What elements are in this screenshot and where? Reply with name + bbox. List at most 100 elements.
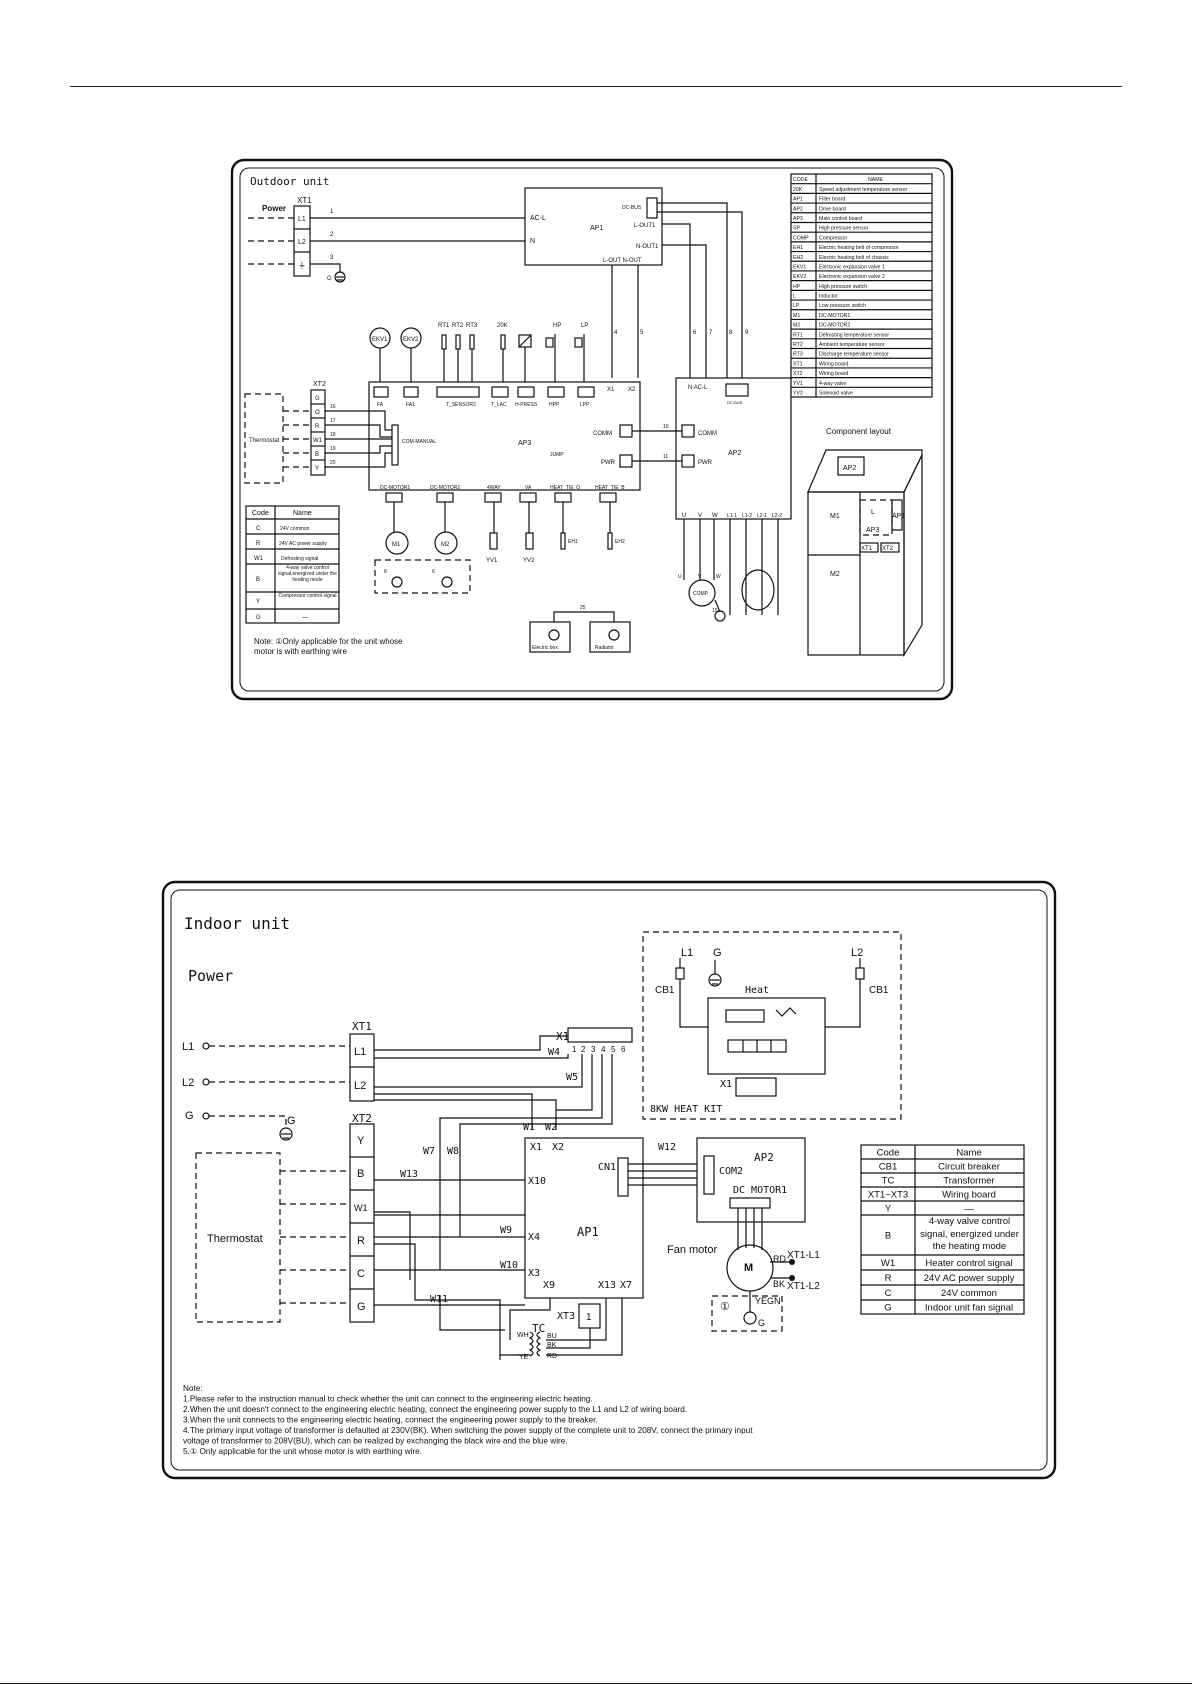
eh2-heater [607, 532, 613, 550]
footer-rule [0, 1683, 1192, 1684]
ap1-acl: AC-L [530, 215, 546, 222]
legend-code: YV1 [793, 381, 803, 387]
ap2-l21: L2-1 [757, 513, 767, 519]
wire-num-7: 7 [709, 330, 713, 336]
legend-code: COMP [793, 235, 809, 241]
legend-name: High pressure switch [819, 284, 867, 290]
ap3-heat-tie-b: HEAT_TIE_B [595, 485, 625, 491]
indoor-ap1-x9: X9 [543, 1280, 555, 1291]
indoor-dcmotor-connector [729, 1197, 771, 1209]
legend-name: Discharge temperature sensor [819, 352, 889, 358]
ekv1-label: EKV1 [372, 337, 388, 343]
indoor-wire-w12: W12 [658, 1142, 676, 1153]
indoor-x1-connector [567, 1027, 633, 1043]
indoor-notes-heading: Note: [183, 1384, 203, 1393]
indoor-ap1-x7: X7 [620, 1280, 632, 1291]
comm-wire-10: 10 [663, 424, 669, 430]
motor-m1-label: M1 [392, 542, 401, 548]
ap2-top-terms: N AC-L [688, 385, 708, 391]
heat-kit-box [642, 931, 902, 1120]
outdoor-frame [230, 158, 954, 701]
ap1-dcbus: DC-BUS [622, 205, 642, 211]
yv2-coil [525, 532, 534, 550]
ap2-label: AP2 [728, 450, 741, 457]
indoor-table-name: — [964, 1204, 974, 1215]
indoor-motor-g: G [758, 1318, 765, 1328]
ground-num-25: 25 [580, 605, 586, 611]
legend-name: DC-MOTOR1 [819, 313, 850, 319]
legend-code: AP2 [793, 206, 803, 212]
indoor-table-code: G [884, 1303, 891, 1314]
indoor-frame-inner [170, 889, 1048, 1471]
legend-name: Wiring board [819, 361, 849, 367]
wire-num-9: 9 [745, 330, 749, 336]
indoor-note-line: voltage of transformer to 208V(BU), whic… [183, 1437, 568, 1446]
indoor-ap2-dcmotor: DC MOTOR1 [733, 1185, 787, 1196]
ap2-v: V [698, 513, 702, 519]
wire-num-8: 8 [729, 330, 733, 336]
indoor-xt2-w1: W1 [354, 1203, 368, 1213]
eh1-label: EH1 [568, 539, 578, 545]
electric-box-label: Electric box [532, 645, 558, 651]
component-layout-box [807, 449, 923, 658]
outdoor-name-y: Compressor control signal [278, 593, 337, 599]
heat-kit-l2: L2 [851, 947, 863, 959]
indoor-frame [161, 880, 1057, 1480]
legend-code: M1 [793, 313, 800, 319]
outdoor-xt1-l1: L1 [298, 216, 306, 223]
heat-kit-g: G [713, 947, 722, 959]
ap2-w: W [712, 513, 718, 519]
indoor-xt2-y: Y [357, 1135, 365, 1147]
header-rule [70, 86, 1122, 87]
ekv2-label: EKV2 [403, 337, 419, 343]
wire-num-6: 6 [693, 330, 697, 336]
rt3-label: RT3 [466, 323, 478, 329]
indoor-wire-w7: W7 [423, 1146, 435, 1157]
indoor-xt1-l1: L1 [354, 1046, 366, 1058]
legend-name: High pressure sensor [819, 226, 869, 232]
wire-num-5: 5 [640, 330, 644, 336]
ap2-l22: L2-2 [772, 513, 782, 519]
indoor-ap1-x10: X10 [528, 1176, 546, 1187]
legend-name: Compressor [819, 235, 848, 241]
indoor-wire-w11: W11 [430, 1294, 448, 1305]
ap3-x2: X2 [628, 387, 636, 393]
ap3-pwr: PWR [601, 460, 616, 466]
legend-code: L [793, 294, 796, 300]
indoor-thermostat-wires [280, 1170, 350, 1304]
heat-kit-cb-left: CB1 [655, 985, 675, 996]
indoor-xt2-block [349, 1123, 375, 1323]
indoor-table-name: Circuit breaker [938, 1162, 1000, 1173]
ap3-bottom-connectors [385, 492, 617, 503]
indoor-ap1-x2: X2 [552, 1142, 564, 1153]
xt2-wire-18: 18 [330, 432, 336, 438]
indoor-xt1-label: XT1 [352, 1020, 372, 1033]
comm-wire-11: 11 [663, 454, 668, 460]
indoor-note-line: 3.When the unit connects to the engineer… [183, 1416, 598, 1425]
ap3-label: AP3 [518, 440, 531, 447]
legend-name: Electric heating belt of compressor [819, 245, 899, 251]
indoor-table-code: C [885, 1288, 892, 1299]
xt2-wire-19: 19 [330, 446, 336, 452]
indoor-table-name: 4-way valve control signal, energized un… [920, 1216, 1019, 1252]
lp-switch [574, 337, 583, 348]
indoor-wire-w5: W5 [566, 1072, 578, 1083]
indoor-table-code: CB1 [879, 1162, 897, 1173]
outdoor-xt1-label: XT1 [297, 196, 312, 205]
legend-code: M2 [793, 323, 800, 329]
ground-num-6: 6 [432, 569, 435, 575]
indoor-wire-w4: W4 [548, 1047, 560, 1058]
hp-switch [545, 337, 554, 348]
indoor-table-name: Indoor unit fan signal [925, 1303, 1013, 1314]
ap3-fa: FA [377, 402, 384, 408]
outdoor-name-c: 24V common [280, 526, 310, 532]
indoor-input-l2: L2 [182, 1077, 194, 1089]
heat-kit-components [675, 958, 865, 1097]
eh2-label: EH2 [615, 539, 625, 545]
ap3-jump: JUMP [550, 452, 564, 458]
indoor-table-code: TC [882, 1176, 895, 1187]
legend-name: Filter board [819, 197, 845, 203]
indoor-tc-label: TC [532, 1322, 545, 1335]
legend-code: AP1 [793, 197, 803, 203]
ap1-bottom-terms: L-OUT N-OUT [603, 258, 642, 264]
